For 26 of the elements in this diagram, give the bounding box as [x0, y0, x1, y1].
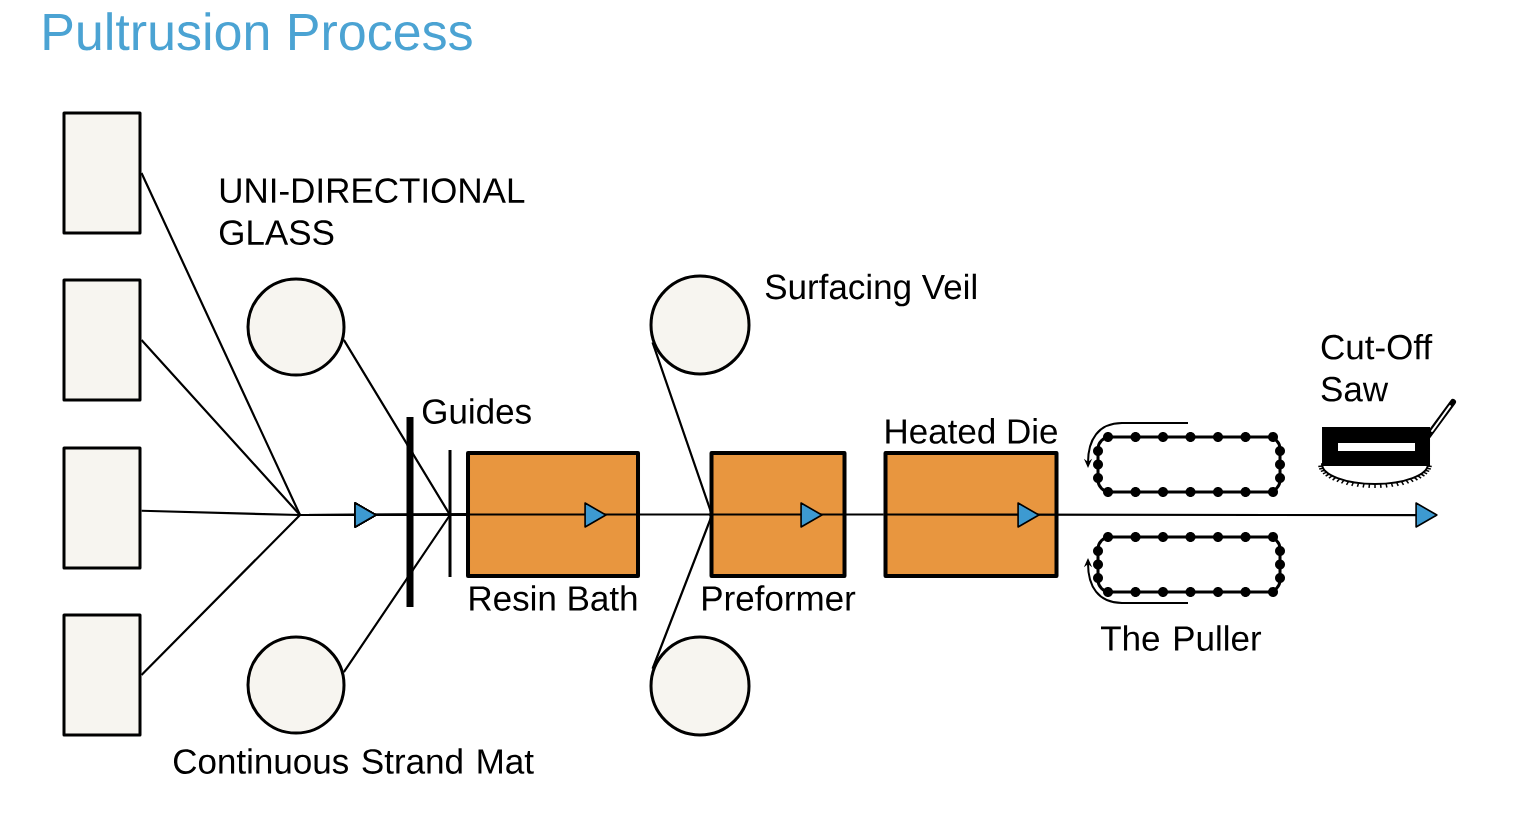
- node-label: Resin Bath: [470, 585, 637, 611]
- node-label: Cut-Off Saw: [1321, 333, 1433, 402]
- flow-line: [883, 502, 1438, 528]
- roll-circle: [246, 277, 346, 377]
- title: Pultrusion Process: [44, 12, 472, 51]
- part-label: The Puller: [1101, 625, 1262, 651]
- node-label: Heated Die: [886, 418, 1057, 444]
- flow-line: [709, 502, 884, 528]
- creel-box: [62, 446, 142, 570]
- flow-line: [342, 513, 467, 673]
- roll-circle: [246, 635, 346, 735]
- node-caption: Surfacing Veil: [765, 273, 976, 307]
- roll-circle: [649, 635, 751, 737]
- node-label: Preformer: [703, 585, 856, 611]
- creel-box: [62, 278, 142, 402]
- saw-drawing: Cut-Off Saw: [1317, 333, 1456, 489]
- part-label: Guides: [422, 398, 531, 424]
- process-box: Preformer: [703, 451, 856, 611]
- part-label: UNI-DIRECTIONAL GLASS: [219, 178, 525, 245]
- process-box: Heated Die: [883, 418, 1059, 578]
- process-box: Resin Bath: [466, 451, 640, 611]
- flow-line: [140, 502, 466, 676]
- creel-box: [62, 111, 142, 235]
- roll-circle: [649, 274, 751, 376]
- creel-box: [62, 613, 142, 737]
- part-label: Continuous Strand Mat: [174, 748, 534, 774]
